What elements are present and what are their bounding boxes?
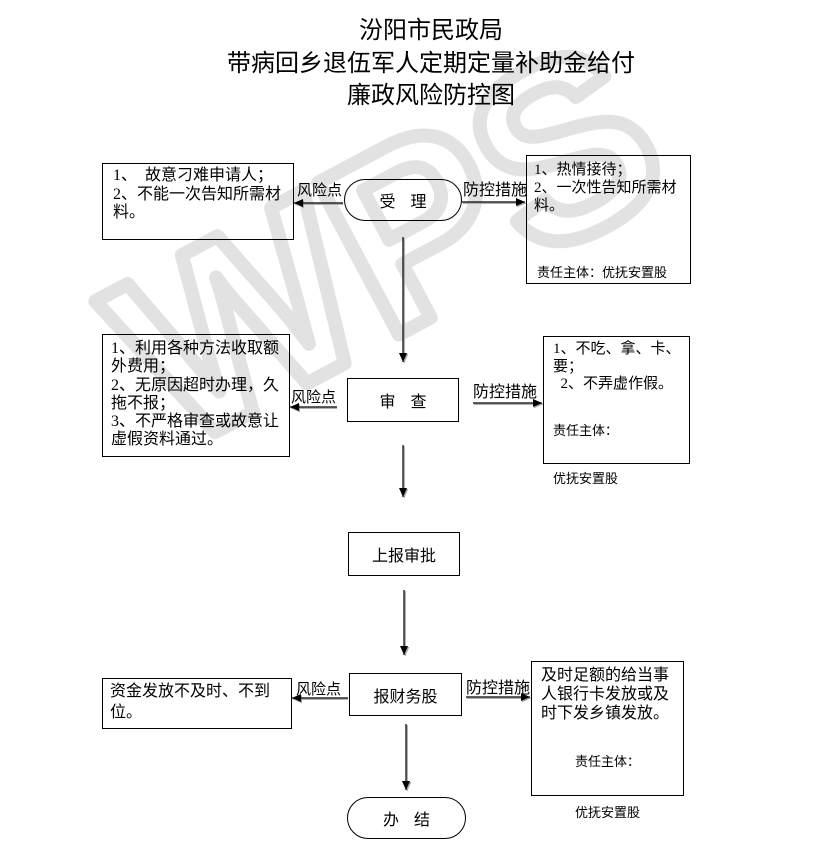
document-title: 汾阳市民政局 带病回乡退伍军人定期定量补助金给付 廉政风险防控图 <box>40 14 822 112</box>
control-box-line: 要； <box>553 358 584 375</box>
responsible-party-line: 责任主体：优抚安置股 <box>537 266 668 281</box>
responsible-party-line: 优抚安置股 <box>574 806 640 821</box>
control-box-line: 及时足额的给当事 <box>541 667 670 684</box>
arrow-risk-2 <box>290 403 337 413</box>
risk-box-line: 虚假资料通过。 <box>111 431 224 449</box>
risk-box-finance: 资金发放不及时、不到 位。 <box>102 678 292 729</box>
step-submit-approval: 上报审批 <box>348 532 460 576</box>
control-label-1: 防控措施 <box>463 181 528 199</box>
risk-box-accept: 1、 故意刁难申请人； 2、不能一次告知所需材 料。 <box>102 163 294 240</box>
risk-box-line: 外费用； <box>111 358 176 376</box>
risk-box-line: 拖不报； <box>111 394 176 412</box>
risk-box-line: 2、不能一次告知所需材 <box>113 185 282 203</box>
risk-box-line: 1、利用各种方法收取额 <box>111 340 280 357</box>
risk-label-3: 风险点 <box>296 681 342 698</box>
responsible-party-line: 责任主体： <box>553 423 619 439</box>
arrow-submit-to-finance <box>400 590 410 656</box>
arrow-control-3 <box>466 693 531 703</box>
title-line-agency: 汾阳市民政局 <box>359 16 503 44</box>
title-line-chart-name: 廉政风险防控图 <box>347 81 515 109</box>
risk-label-2: 风险点 <box>291 389 337 406</box>
arrow-control-2 <box>473 399 543 409</box>
arrow-risk-3 <box>292 694 348 704</box>
step-complete: 办 结 <box>347 797 466 839</box>
risk-box-line: 资金发放不及时、不到 <box>110 683 271 700</box>
control-box-accept: 1、热情接待； 2、一次性告知所需材 料。 责任主体：优抚安置股 <box>526 155 691 284</box>
control-box-line: 1、不吃、拿、卡、 <box>553 341 681 357</box>
control-box-line: 料。 <box>534 198 565 214</box>
arrow-risk-1 <box>294 199 343 209</box>
risk-box-review: 1、利用各种方法收取额 外费用； 2、无原因超时办理，久 拖不报； 3、不严格审… <box>102 334 290 457</box>
control-box-line: 2、不弄虚作假。 <box>553 376 674 392</box>
title-line-subject: 带病回乡退伍军人定期定量补助金给付 <box>227 48 635 77</box>
risk-label-1: 风险点 <box>297 182 343 199</box>
control-box-line: 时下发乡镇发放。 <box>541 705 670 722</box>
arrow-control-1 <box>462 198 526 208</box>
risk-box-line: 2、无原因超时办理，久 <box>111 376 280 394</box>
responsible-party: 责任主体：优抚安置股 <box>534 234 690 314</box>
control-box-review: 1、不吃、拿、卡、 要； 2、不弄虚作假。 责任主体： 优抚安置股 <box>543 336 690 487</box>
step-report-finance: 报财务股 <box>349 673 462 716</box>
arrow-review-to-submit <box>399 445 409 498</box>
arrow-finance-to-complete <box>402 724 412 791</box>
control-box-line: 1、热情接待； <box>534 162 632 178</box>
control-label-2: 防控措施 <box>473 383 538 401</box>
step-review: 审 查 <box>347 378 459 422</box>
risk-box-line: 位。 <box>110 703 143 721</box>
responsible-party-line: 责任主体： <box>574 755 640 770</box>
responsible-party: 责任主体： 优抚安置股 <box>553 392 689 520</box>
step-accept: 受 理 <box>344 179 462 221</box>
control-label-3: 防控措施 <box>466 679 531 697</box>
risk-box-line: 1、 故意刁难申请人； <box>113 167 274 184</box>
risk-box-line: 3、不严格审查或故意让 <box>111 413 280 431</box>
control-box-line: 2、一次性告知所需材 <box>534 180 677 196</box>
responsible-party: 责任主体： 优抚安置股 <box>532 720 683 856</box>
arrow-accept-to-review <box>399 237 409 363</box>
responsible-party-line: 优抚安置股 <box>553 471 619 487</box>
risk-box-line: 料。 <box>113 204 146 221</box>
control-box-line: 人银行卡发放或及 <box>541 686 670 703</box>
control-box-finance: 及时足额的给当事 人银行卡发放或及 时下发乡镇发放。 责任主体： 优抚安置股 <box>531 661 684 821</box>
